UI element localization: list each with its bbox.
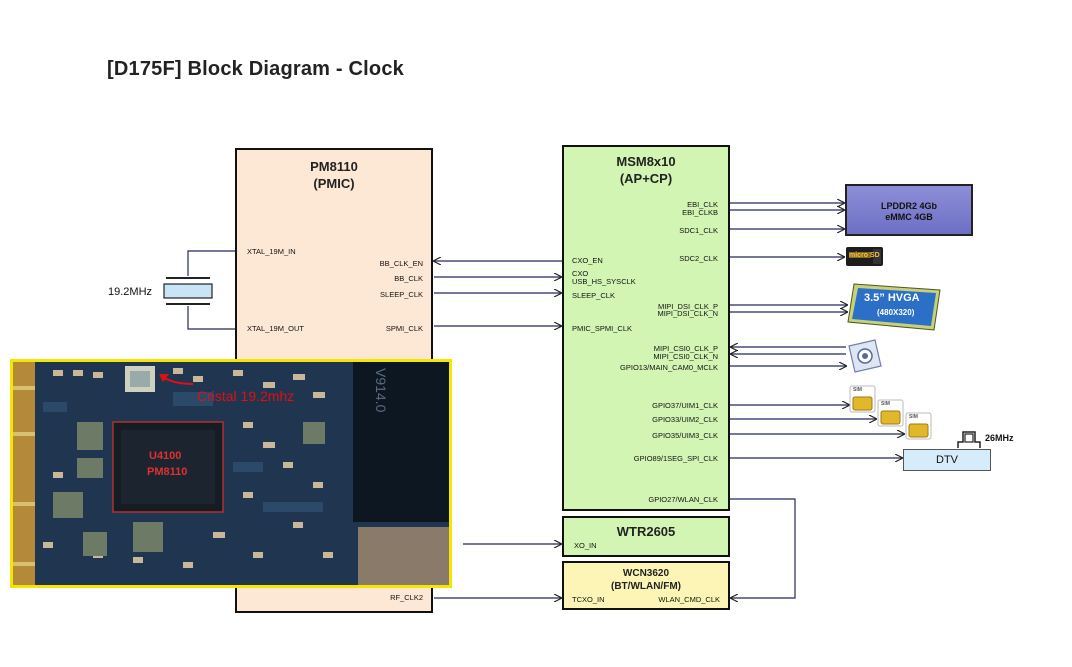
crystal-symbol: [163, 277, 213, 305]
camera-icon: [848, 339, 882, 373]
display-line1: 3.5” HVGA: [864, 292, 920, 304]
pin-gpio33-uim2: GPIO33/UIM2_CLK: [652, 415, 718, 424]
pin-msm-sleep-clk: SLEEP_CLK: [572, 291, 615, 300]
pin-mipi-dsi-n: MIPI_DSI_CLK_N: [657, 309, 718, 318]
pin-mipi-csi-n: MIPI_CSI0_CLK_N: [653, 352, 718, 361]
crystal-annotation: Cristal 19.2mhz: [197, 388, 295, 404]
wcn-sub: (BT/WLAN/FM): [611, 581, 681, 592]
pin-gpio89-1seg: GPIO89/1SEG_SPI_CLK: [633, 454, 718, 463]
board-silkscreen: V914.0: [373, 368, 389, 413]
pin-sdc1-clk: SDC1_CLK: [679, 226, 718, 235]
wcn-block: WCN3620 (BT/WLAN/FM) TCXO_IN WLAN_CMD_CL…: [562, 561, 730, 610]
pin-gpio27-wlan: GPIO27/WLAN_CLK: [648, 495, 718, 504]
lpddr-emmc-block: LPDDR2 4Gb eMMC 4GB: [845, 184, 973, 236]
pin-gpio35-uim3: GPIO35/UIM3_CLK: [652, 431, 718, 440]
pin-bb-clk: BB_CLK: [394, 274, 423, 283]
chip-label-line2: PM8110: [147, 466, 188, 478]
sim1-label: SIM: [853, 387, 862, 393]
sd-card-icon: [846, 247, 883, 266]
pcb-photo: Cristal 19.2mhz U4100 PM8110 V914.0: [10, 359, 452, 588]
oscillator-icon: [957, 431, 981, 448]
pcb-photo-art: [13, 362, 449, 585]
pin-xtal-out: XTAL_19M_OUT: [247, 324, 304, 333]
pin-xtal-in: XTAL_19M_IN: [247, 247, 296, 256]
wtr-name: WTR2605: [616, 524, 676, 539]
pin-gpio13-cam-mclk: GPIO13/MAIN_CAM0_MCLK: [620, 363, 718, 372]
lpddr-line2: eMMC 4GB: [885, 212, 933, 222]
sim2-icon: [877, 399, 904, 427]
dtv-block: DTV: [903, 449, 991, 471]
pin-tcxo-in: TCXO_IN: [572, 595, 605, 604]
wtr-block: WTR2605 XO_IN: [562, 516, 730, 557]
oscillator-label: 26MHz: [985, 433, 1014, 443]
pin-ebi-clkb: EBI_CLKB: [682, 208, 718, 217]
sim1-icon: [849, 385, 876, 413]
pin-pmic-spmi-clk: PMIC_SPMI_CLK: [572, 324, 633, 333]
pin-cxo-en: CXO_EN: [572, 256, 603, 265]
pmic-name: PM8110: [310, 159, 358, 174]
display-panel-icon: [847, 283, 941, 331]
sd-card-label: micro SD: [849, 252, 880, 259]
pin-spmi-clk: SPMI_CLK: [385, 324, 423, 333]
crystal-label: 19.2MHz: [108, 286, 153, 298]
pin-mipi-csi-p: MIPI_CSI0_CLK_P: [653, 344, 718, 353]
sim2-label: SIM: [881, 401, 890, 407]
pin-sdc2-clk: SDC2_CLK: [679, 254, 718, 263]
pin-mipi-dsi-p: MIPI_DSI_CLK_P: [657, 302, 718, 311]
msm-name: MSM8x10: [616, 154, 676, 169]
pin-bb-clk-en: BB_CLK_EN: [379, 259, 423, 268]
page-title: [D175F] Block Diagram - Clock: [107, 58, 404, 80]
pin-usb-hs-sysclk: USB_HS_SYSCLK: [572, 277, 636, 286]
wcn-name: WCN3620: [622, 568, 670, 579]
pin-rf-clk2: RF_CLK2: [390, 593, 423, 602]
sim3-label: SIM: [909, 414, 918, 420]
pin-gpio37-uim1: GPIO37/UIM1_CLK: [652, 401, 718, 410]
pin-ebi-clk: EBI_CLK: [687, 200, 718, 209]
pin-xo-in: XO_IN: [574, 541, 597, 550]
chip-label-line1: U4100: [149, 450, 182, 462]
msm-sub: (AP+CP): [619, 171, 673, 186]
pin-sleep-clk: SLEEP_CLK: [380, 290, 423, 299]
lpddr-line1: LPDDR2 4Gb: [880, 201, 937, 211]
msm-block: MSM8x10 (AP+CP) CXO_EN CXO USB_HS_SYSCLK…: [562, 145, 730, 511]
pmic-sub: (PMIC): [313, 176, 355, 191]
pin-wlan-cmd-clk: WLAN_CMD_CLK: [658, 595, 720, 604]
pin-cxo: CXO: [572, 269, 589, 278]
display-line2: (480X320): [877, 308, 915, 317]
sim3-icon: [905, 412, 932, 440]
